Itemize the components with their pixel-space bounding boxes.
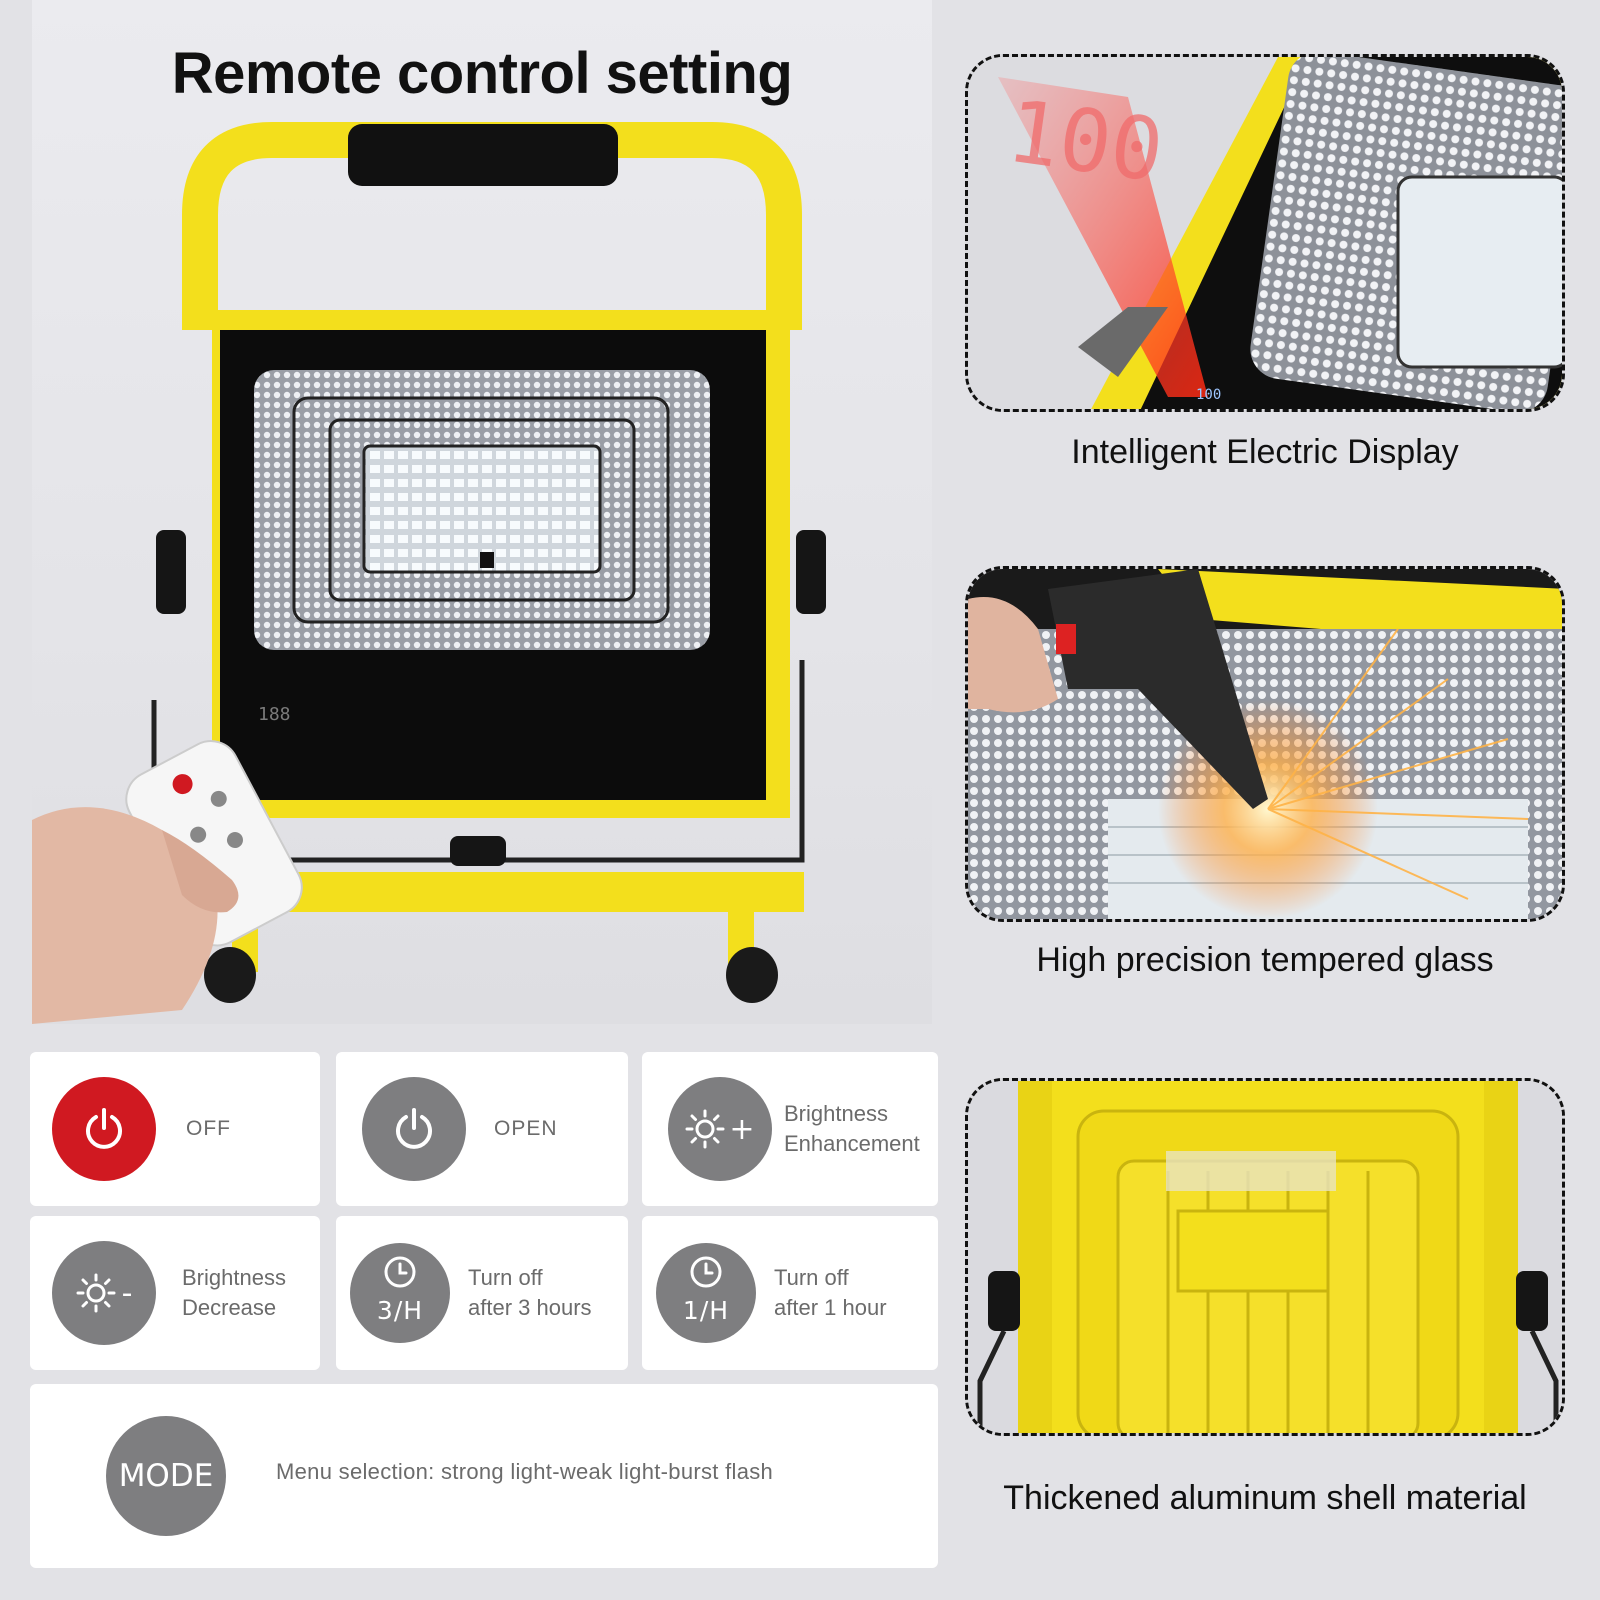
sun-icon: [76, 1273, 116, 1313]
clock-icon: [384, 1256, 416, 1288]
brightness-up-button[interactable]: +: [668, 1077, 772, 1181]
digital-readout: 188: [258, 704, 291, 725]
mode-badge: MODE: [118, 1458, 214, 1494]
tile-off: OFF: [30, 1052, 320, 1206]
glass-drill-closeup: [968, 569, 1562, 919]
led-array: [362, 444, 602, 574]
tile-brightness-up: + Brightness Enhancement: [642, 1052, 938, 1206]
panel-readout: 100: [1196, 387, 1221, 403]
feature-caption-display: Intelligent Electric Display: [1071, 433, 1459, 471]
tile-open: OPEN: [336, 1052, 628, 1206]
power-icon: [396, 1108, 432, 1149]
brightness-down-button[interactable]: -: [52, 1241, 156, 1345]
mode-button[interactable]: MODE: [106, 1416, 226, 1536]
timer-1h-label: Turn off after 1 hour: [774, 1265, 887, 1320]
timer-3h-badge: 3/H: [376, 1296, 424, 1325]
power-icon: [86, 1108, 122, 1149]
timer-1h-badge: 1/H: [682, 1296, 730, 1325]
aluminum-shell-closeup: [968, 1081, 1562, 1433]
clock-icon: [690, 1256, 722, 1288]
brightness-up-label: Brightness Enhancement: [784, 1101, 920, 1156]
timer-1h-button[interactable]: 1/H: [656, 1243, 756, 1343]
feature-caption-glass: High precision tempered glass: [1036, 941, 1494, 979]
power-on-button[interactable]: [362, 1077, 466, 1181]
mode-description: Menu selection: strong light-weak light-…: [276, 1459, 774, 1484]
page-title: Remote control setting: [171, 41, 793, 106]
brightness-down-label: Brightness Decrease: [182, 1265, 286, 1320]
display-closeup: 100 100: [968, 57, 1562, 409]
work-light-illustration: 188: [32, 122, 826, 1024]
hero-panel: 188 Remote control setting: [32, 0, 932, 1024]
open-label: OPEN: [494, 1117, 558, 1140]
feature-display-photo: 100 100: [965, 54, 1565, 412]
timer-3h-button[interactable]: 3/H: [350, 1243, 450, 1343]
tile-mode: MODE Menu selection: strong light-weak l…: [30, 1384, 938, 1568]
plus-symbol: +: [729, 1111, 755, 1147]
tile-timer-3h: 3/H Turn off after 3 hours: [336, 1216, 628, 1370]
handle-grip: [348, 124, 618, 186]
minus-symbol: -: [121, 1275, 133, 1311]
feature-shell-photo: [965, 1078, 1565, 1436]
power-off-button[interactable]: [52, 1077, 156, 1181]
tile-timer-1h: 1/H Turn off after 1 hour: [642, 1216, 938, 1370]
feature-caption-shell: Thickened aluminum shell material: [1003, 1479, 1527, 1517]
projected-readout: 100: [1001, 82, 1169, 203]
tile-brightness-down: - Brightness Decrease: [30, 1216, 320, 1370]
feature-glass-photo: [965, 566, 1565, 922]
right-knob: [796, 530, 826, 614]
timer-3h-label: Turn off after 3 hours: [468, 1265, 592, 1320]
off-label: OFF: [186, 1117, 231, 1140]
sun-icon: [685, 1109, 725, 1149]
left-knob: [156, 530, 186, 614]
